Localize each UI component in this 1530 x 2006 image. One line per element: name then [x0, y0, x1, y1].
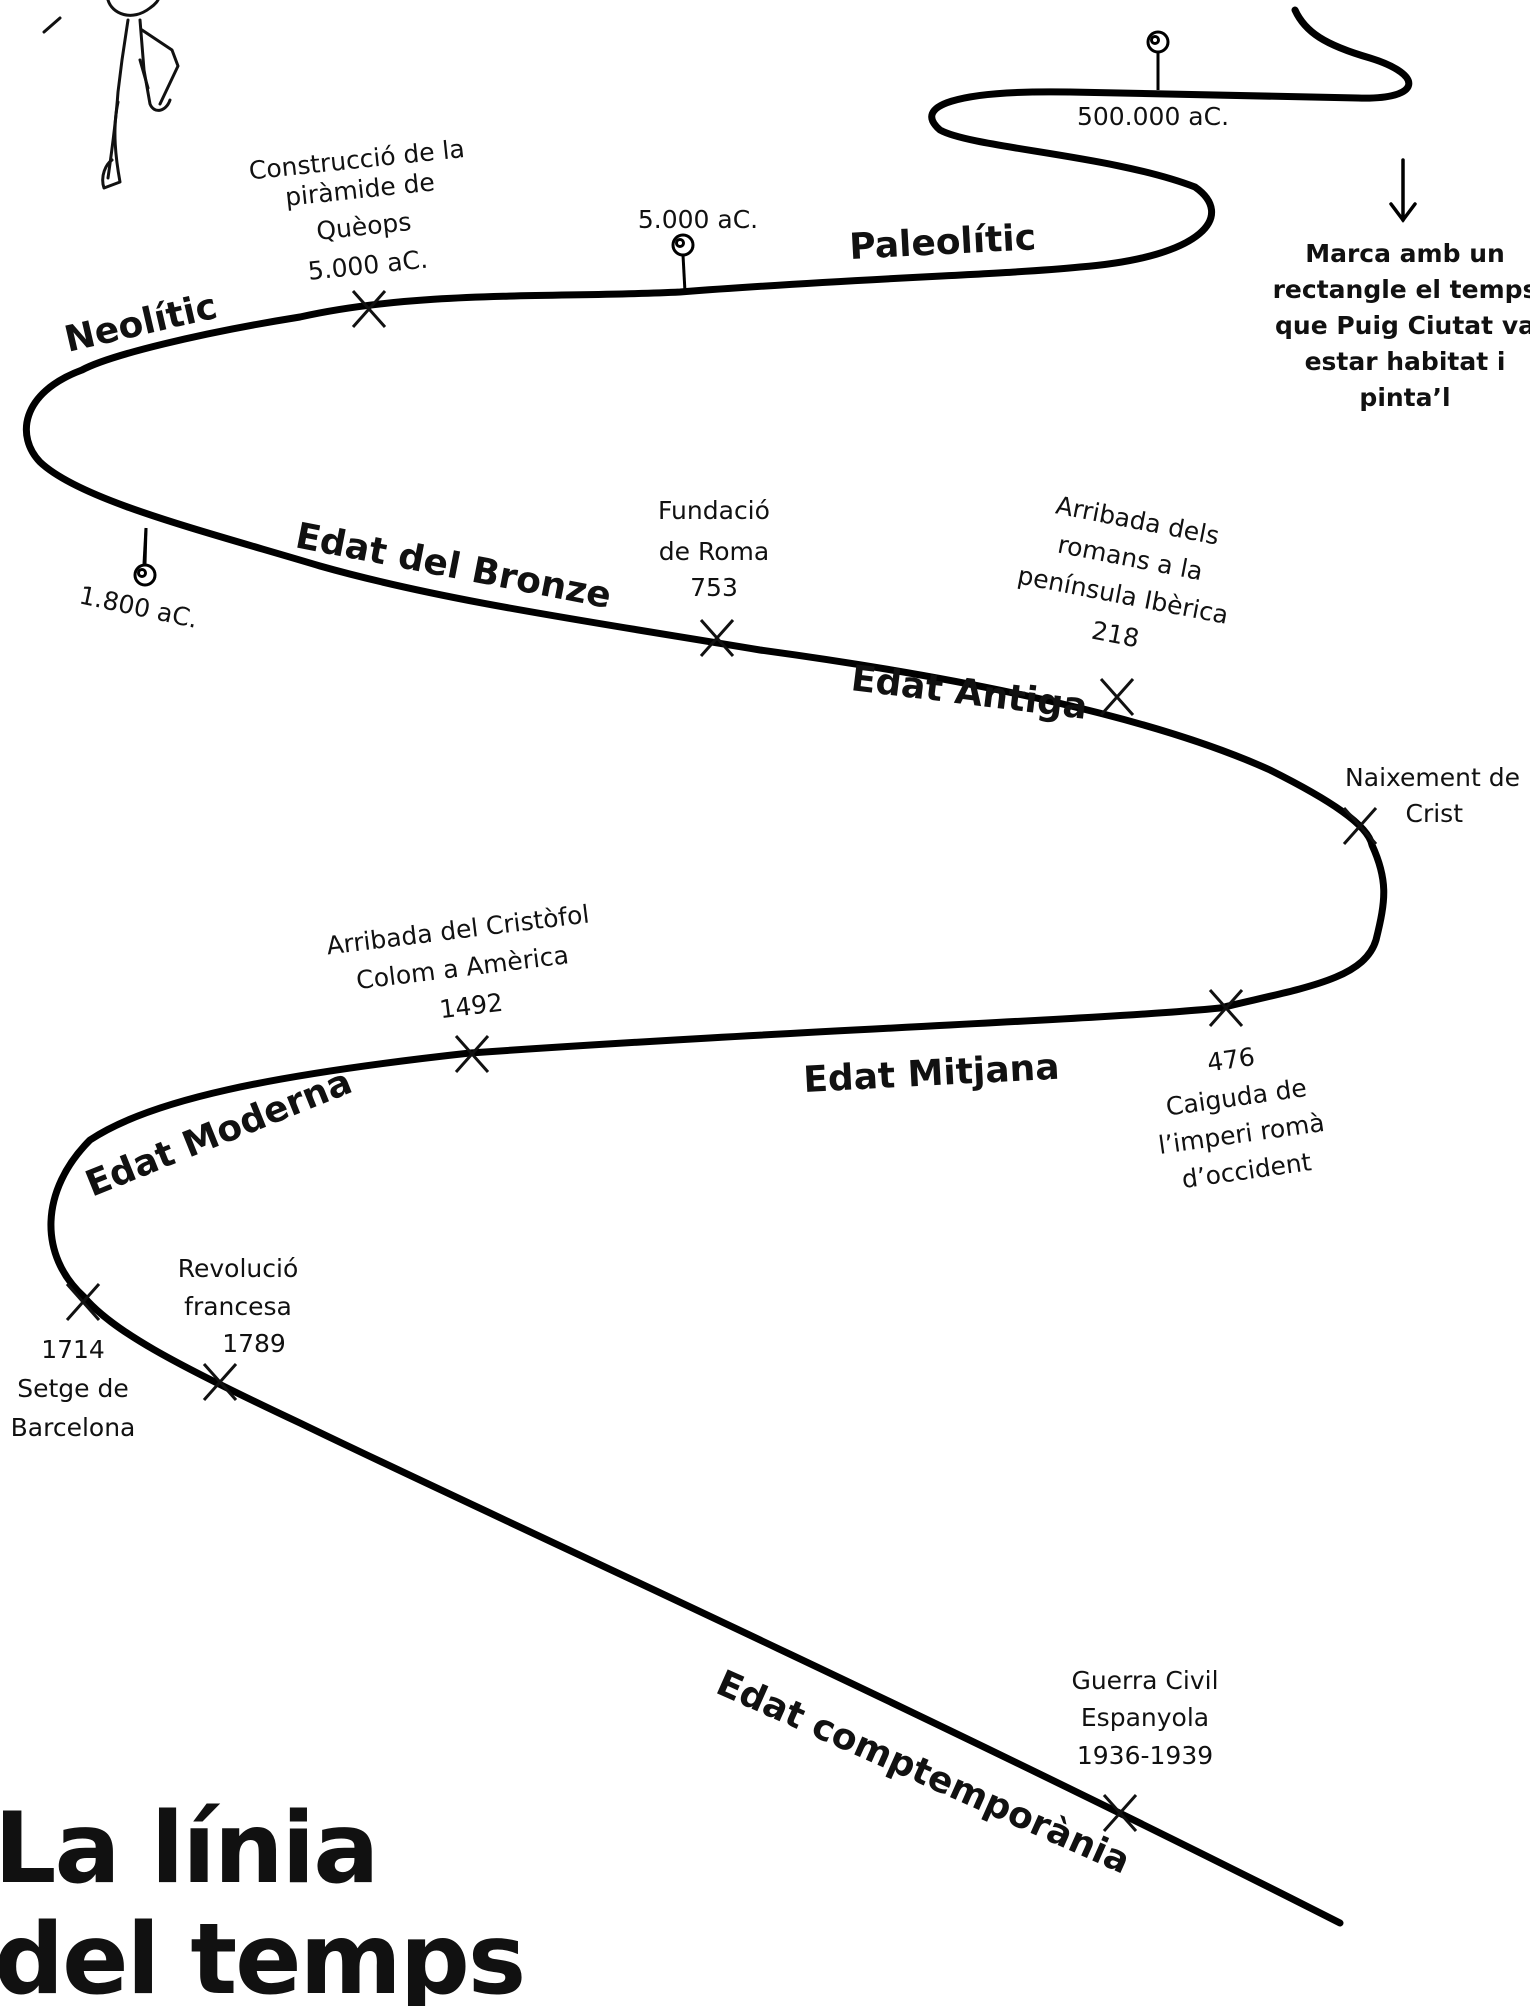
event-line: 218 — [1089, 616, 1141, 654]
era-label-antiga: Edat Antiga — [849, 658, 1090, 728]
pin-label-5000: 5.000 aC. — [638, 205, 758, 234]
event-label-romans: Arribada dels romans a la península Ibèr… — [1015, 491, 1230, 654]
era-label-bronze: Edat del Bronze — [292, 516, 614, 617]
stick-figure-illustration — [42, 0, 180, 190]
event-cross-romans — [1099, 678, 1135, 716]
event-cross-roma — [699, 619, 735, 657]
event-line: 1714 — [41, 1335, 105, 1364]
pin-label-1800: 1.800 aC. — [77, 581, 201, 634]
event-line: Fundació — [658, 496, 770, 525]
instruction-line: que Puig Ciutat va — [1275, 311, 1530, 340]
era-label-contemporania: Edat comptemporània — [710, 1663, 1136, 1883]
event-cross-caiguda — [1208, 989, 1244, 1027]
event-cross-crist — [1342, 807, 1378, 845]
event-line: 476 — [1205, 1042, 1256, 1077]
event-line: Guerra Civil — [1071, 1666, 1218, 1695]
event-line: Quèops — [315, 207, 413, 246]
event-line: Crist — [1405, 799, 1463, 828]
event-label-colom: Arribada del Cristòfol Colom a Amèrica 1… — [325, 899, 591, 1025]
instruction-line: rectangle el temps — [1273, 275, 1530, 304]
event-cross-setge — [65, 1283, 101, 1321]
pin-icon — [1146, 30, 1170, 90]
event-line: 5.000 aC. — [306, 244, 429, 285]
event-line: Naixement de — [1345, 763, 1520, 792]
event-cross-revolucio — [202, 1363, 238, 1401]
event-label-revolucio: Revolució francesa 1789 — [178, 1254, 299, 1358]
event-label-setge: 1714 Setge de Barcelona — [11, 1335, 136, 1442]
event-label-guerra: Guerra Civil Espanyola 1936-1939 — [1071, 1666, 1218, 1770]
instruction-line: estar habitat i — [1305, 347, 1506, 376]
event-cross-colom — [454, 1035, 490, 1073]
event-cross-queops — [351, 290, 387, 328]
event-line: de Roma — [659, 537, 769, 566]
event-line: Espanyola — [1081, 1703, 1209, 1732]
page-title-line2: del temps — [0, 1903, 524, 2006]
era-label-paleolitic: Paleolític — [848, 217, 1037, 268]
event-line: Setge de — [17, 1374, 129, 1403]
event-label-queops: Construcció de la piràmide de Quèops 5.0… — [247, 134, 466, 286]
instruction-line: pinta’l — [1359, 383, 1450, 412]
era-label-moderna: Edat Moderna — [80, 1061, 358, 1205]
event-line: Revolució — [178, 1254, 299, 1283]
event-label-caiguda: 476 Caiguda de l’imperi romà d’occident — [1157, 1042, 1327, 1194]
event-line: Barcelona — [11, 1413, 136, 1442]
instruction-text: Marca amb un rectangle el temps que Puig… — [1273, 239, 1530, 412]
timeline-path — [22, 6, 1413, 1927]
pin-icon — [133, 527, 157, 587]
event-line: 1492 — [438, 988, 505, 1025]
instruction-line: Marca amb un — [1305, 239, 1505, 268]
event-label-crist: Naixement de Crist — [1345, 763, 1520, 828]
event-cross-guerra — [1102, 1794, 1138, 1832]
pin-icon — [671, 233, 695, 293]
event-line: 1789 — [222, 1329, 286, 1358]
era-label-mitjana: Edat Mitjana — [802, 1047, 1060, 1101]
pin-label-500000: 500.000 aC. — [1077, 102, 1229, 131]
event-label-roma: Fundació de Roma 753 — [658, 496, 770, 602]
event-line: 1936-1939 — [1077, 1741, 1213, 1770]
arrow-down-icon — [1389, 158, 1417, 223]
event-line: francesa — [184, 1292, 292, 1321]
event-line: 753 — [690, 573, 738, 602]
page-title-line1: La línia — [0, 1792, 377, 1906]
